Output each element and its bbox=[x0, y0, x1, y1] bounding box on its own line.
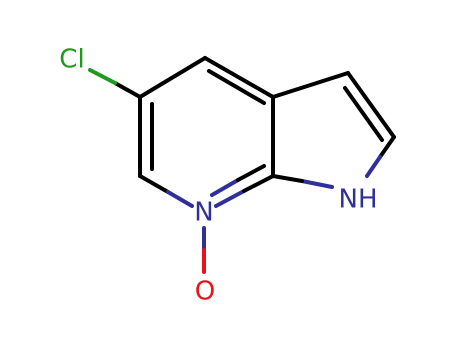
bond-c2-n1-a bbox=[378, 135, 396, 159]
atom-label-pyrrole-nitrogen: NH bbox=[339, 185, 378, 215]
atom-label-pyridine-nitrogen: N bbox=[194, 198, 213, 228]
bond-n7-c7a-b bbox=[242, 174, 275, 193]
bond-n7-c7a bbox=[214, 189, 246, 208]
bond-c2-n1-b bbox=[365, 155, 382, 178]
bond-c5-c4 bbox=[138, 56, 207, 99]
bond-n7-c7a-inner-b bbox=[236, 164, 266, 182]
pyridine-ring bbox=[138, 56, 275, 208]
bond-n1-c7a-b bbox=[271, 174, 304, 183]
bond-c6-n7-b bbox=[166, 190, 194, 208]
bond-n7-c7a-inner bbox=[210, 178, 240, 197]
bond-c3a-c3 bbox=[271, 71, 350, 99]
atom-label-oxide-oxygen: O bbox=[195, 277, 215, 307]
bond-c4-c3a-inner bbox=[207, 69, 266, 105]
bond-c3-c2 bbox=[346, 71, 396, 139]
bond-c5-cl bbox=[88, 68, 142, 99]
bond-c4-c3a bbox=[203, 56, 275, 99]
pyrrole-ring bbox=[271, 71, 396, 189]
atom-label-chlorine: Cl bbox=[59, 45, 84, 75]
bond-n1-c7a-a bbox=[300, 179, 334, 189]
bond-c6-n7-a bbox=[138, 174, 170, 194]
bond-c3-c2-inner bbox=[343, 86, 384, 142]
